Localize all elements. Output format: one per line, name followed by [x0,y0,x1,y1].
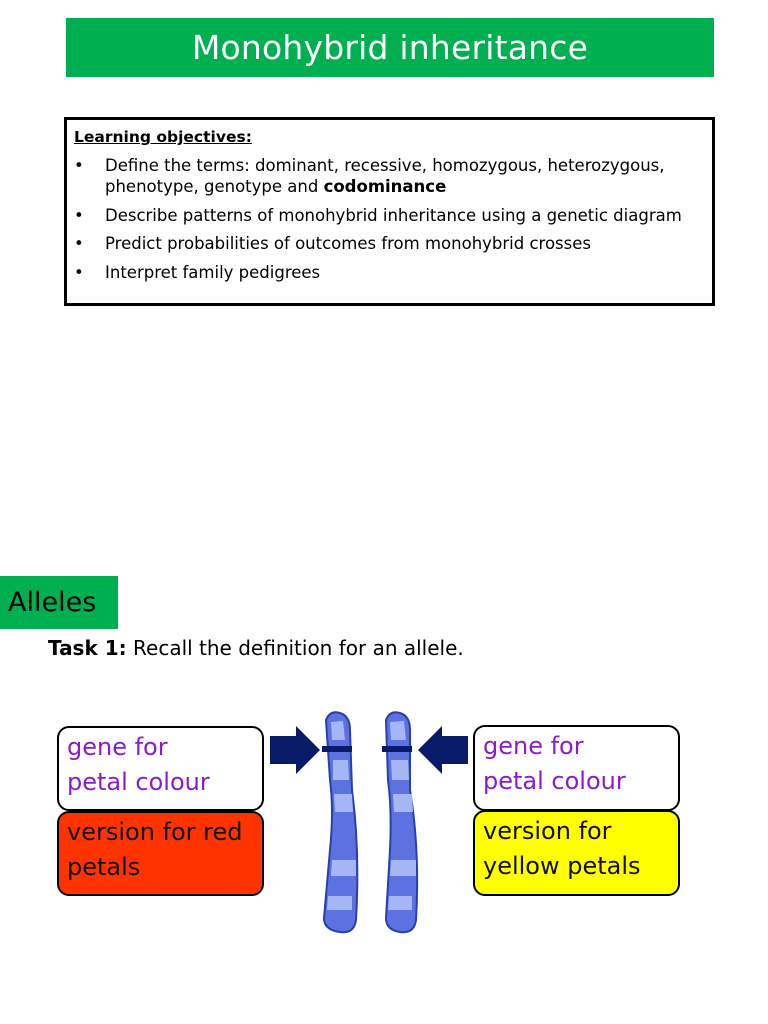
learning-objectives-box: Learning objectives: •Define the terms: … [64,117,715,306]
bullet: • [74,234,84,254]
objective-item: •Define the terms: dominant, recessive, … [74,156,665,197]
right-chromosome-icon [382,711,419,934]
right-allele-box-yellow: version for yellow petals [473,810,680,896]
left-allele-box-red: version for red petals [57,811,264,896]
objectives-list: •Define the terms: dominant, recessive, … [73,155,703,290]
objective-item: •Describe patterns of monohybrid inherit… [74,205,682,225]
task-label: Task 1: [48,636,127,660]
right-arrow-icon [418,726,468,774]
objective-item: •Interpret family pedigrees [74,262,321,282]
bullet: • [74,156,84,175]
bullet: • [74,262,84,282]
chromosome-diagram [270,711,468,934]
left-chromosome-icon [322,711,359,934]
left-gene-box: gene for petal colour [57,726,264,811]
task-1: Task 1: Recall the definition for an all… [48,636,464,660]
page-title: Monohybrid inheritance [66,18,714,77]
objectives-heading: Learning objectives: [74,128,252,146]
alleles-heading: Alleles [0,576,118,629]
objective-item: •Predict probabilities of outcomes from … [74,234,592,254]
left-arrow-icon [270,726,320,774]
bullet: • [74,205,84,225]
task-text: Recall the definition for an allele. [126,636,464,660]
